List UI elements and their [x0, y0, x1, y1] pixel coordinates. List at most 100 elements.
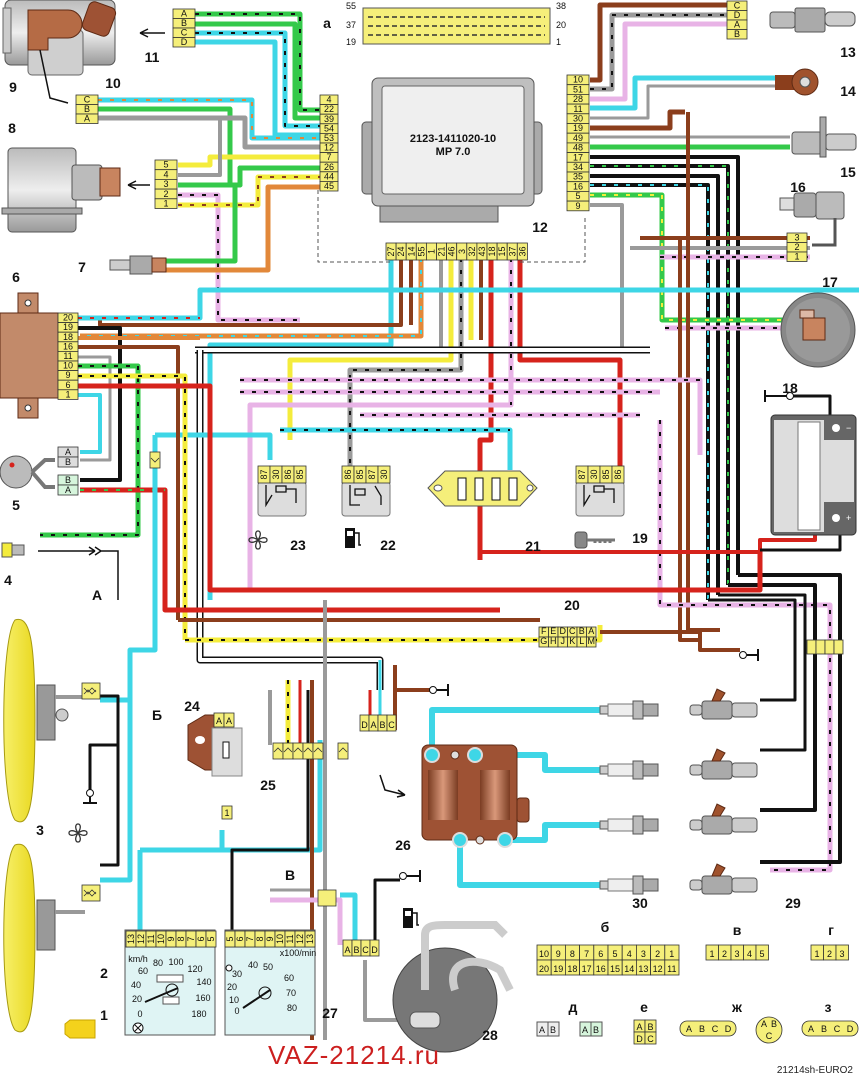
ecu-left-connector-pin: 12 [324, 143, 334, 153]
connector-5a-pin: B [65, 457, 71, 467]
single-connector [337, 742, 349, 760]
legend-pin: 9 [556, 949, 561, 959]
legend-pin: 13 [638, 964, 648, 974]
component-label-13: 13 [840, 44, 856, 60]
wire-cyan-fan2 [100, 650, 133, 883]
legend-pin: 4 [747, 949, 752, 959]
ecu-left-connector-pin: 7 [326, 152, 331, 162]
cluster-right-pins-pin: 12 [295, 934, 305, 944]
legend-pin: 10 [539, 949, 549, 959]
legend-pin: C [712, 1024, 719, 1034]
ecu-right-connector-pin: 19 [573, 123, 583, 133]
lead-plug-3 [505, 822, 600, 843]
speedometer-tick: 100 [168, 957, 183, 967]
ecu-left-connector-pin: 45 [324, 181, 334, 191]
wire-8-2-stripe [178, 194, 300, 321]
relay-23-pins-pin: 85 [295, 469, 305, 479]
ecu-right-connector-pin: 30 [573, 114, 583, 124]
connector-view-pin: 19 [346, 37, 356, 47]
cluster-right-pins-pin: 10 [275, 934, 285, 944]
tachometer-tick: 50 [263, 962, 273, 972]
component-label-14: 14 [840, 83, 856, 99]
ecu-right-connector-pin: 51 [573, 84, 583, 94]
ecu-model: MP 7.0 [436, 146, 471, 158]
legend-pin: B [699, 1024, 705, 1034]
wire-diag-m [185, 625, 603, 643]
ecu-left-connector-pin: 54 [324, 123, 334, 133]
component-label-27: 27 [322, 1005, 338, 1021]
connector-11-pin: D [181, 37, 188, 47]
battery: − + [770, 414, 857, 536]
wire-diag-brown [600, 630, 740, 652]
spark-plug [599, 700, 659, 720]
legend-pin: 2 [655, 949, 660, 959]
legend-pin: 3 [641, 949, 646, 959]
wire-inj-black2 [728, 583, 817, 812]
relay-23-pins-pin: 87 [259, 469, 269, 479]
legend-pin: 7 [584, 949, 589, 959]
ecu-left-connector-pin: 4 [326, 95, 331, 105]
connector-6-pin: 6 [65, 380, 70, 390]
component-label-18: 18 [782, 380, 798, 396]
connector-view-pin: 37 [346, 20, 356, 30]
connector-10-pin: A [84, 114, 90, 124]
diag-connector-bottom-pin: K [569, 636, 575, 646]
cluster-left-pins-pin: 8 [176, 936, 186, 941]
component-label-26: 26 [395, 837, 411, 853]
wire-25-black [230, 690, 310, 930]
legend-pin: B [593, 1025, 599, 1035]
legend-label-v: в [733, 922, 742, 938]
wire-label-A: А [92, 587, 102, 603]
relay-19-pins-pin: 86 [613, 469, 623, 479]
inline-connector-6 [149, 451, 161, 469]
tachometer-unit: x100/min [280, 948, 317, 958]
spark-plugs [599, 700, 659, 895]
connector-28-pin: B [353, 945, 359, 955]
component-label-10: 10 [105, 75, 121, 91]
speedometer-tick: 80 [153, 958, 163, 968]
legend-pin: 17 [582, 964, 592, 974]
diag-connector-top-pin: F [541, 626, 547, 636]
fuel-pump-icon [345, 528, 361, 548]
component-label-24: 24 [184, 698, 200, 714]
ground-symbol [83, 789, 97, 804]
connector-11-pin: C [181, 28, 188, 38]
speedometer-tick: 160 [195, 993, 210, 1003]
relay-19-pins-pin: 30 [589, 469, 599, 479]
cluster-right-pins-pin: 11 [285, 934, 295, 943]
wire-pump-ground [373, 878, 400, 945]
component-label-30: 30 [632, 895, 648, 911]
spark-plug [599, 815, 659, 835]
ecu-bottom-connector-pin: 18 [487, 246, 497, 256]
wire-10c [98, 97, 320, 141]
relay-22-pins-pin: 86 [343, 469, 353, 479]
speedometer-tick: 60 [138, 966, 148, 976]
ecu-bottom-connector-pin: 43 [477, 246, 487, 256]
wire-16-stripe [590, 184, 709, 600]
check-engine-lamp [64, 1019, 96, 1039]
wire-9 [510, 203, 624, 352]
component-label-7: 7 [78, 259, 86, 275]
diag-connector-top-pin: E [550, 626, 556, 636]
legend-pin: 16 [596, 964, 606, 974]
wire-cyan-25 [155, 740, 323, 853]
legend-pin: 15 [610, 964, 620, 974]
wire-10a [98, 115, 320, 150]
legend-pin: 20 [539, 964, 549, 974]
connector-6-pin: 9 [65, 370, 70, 380]
relay-22-pins-pin: 85 [355, 469, 365, 479]
connector-26-pin: B [379, 720, 385, 730]
cluster-right-pins-pin: 13 [305, 934, 315, 944]
component-label-28: 28 [482, 1027, 498, 1043]
tachometer-tick: 70 [286, 988, 296, 998]
connector-13-pin: B [734, 29, 740, 39]
connector-6-pin: 10 [63, 361, 73, 371]
ecu-bottom-connector-pin: 21 [437, 246, 447, 256]
legend-pin: 19 [553, 964, 563, 974]
